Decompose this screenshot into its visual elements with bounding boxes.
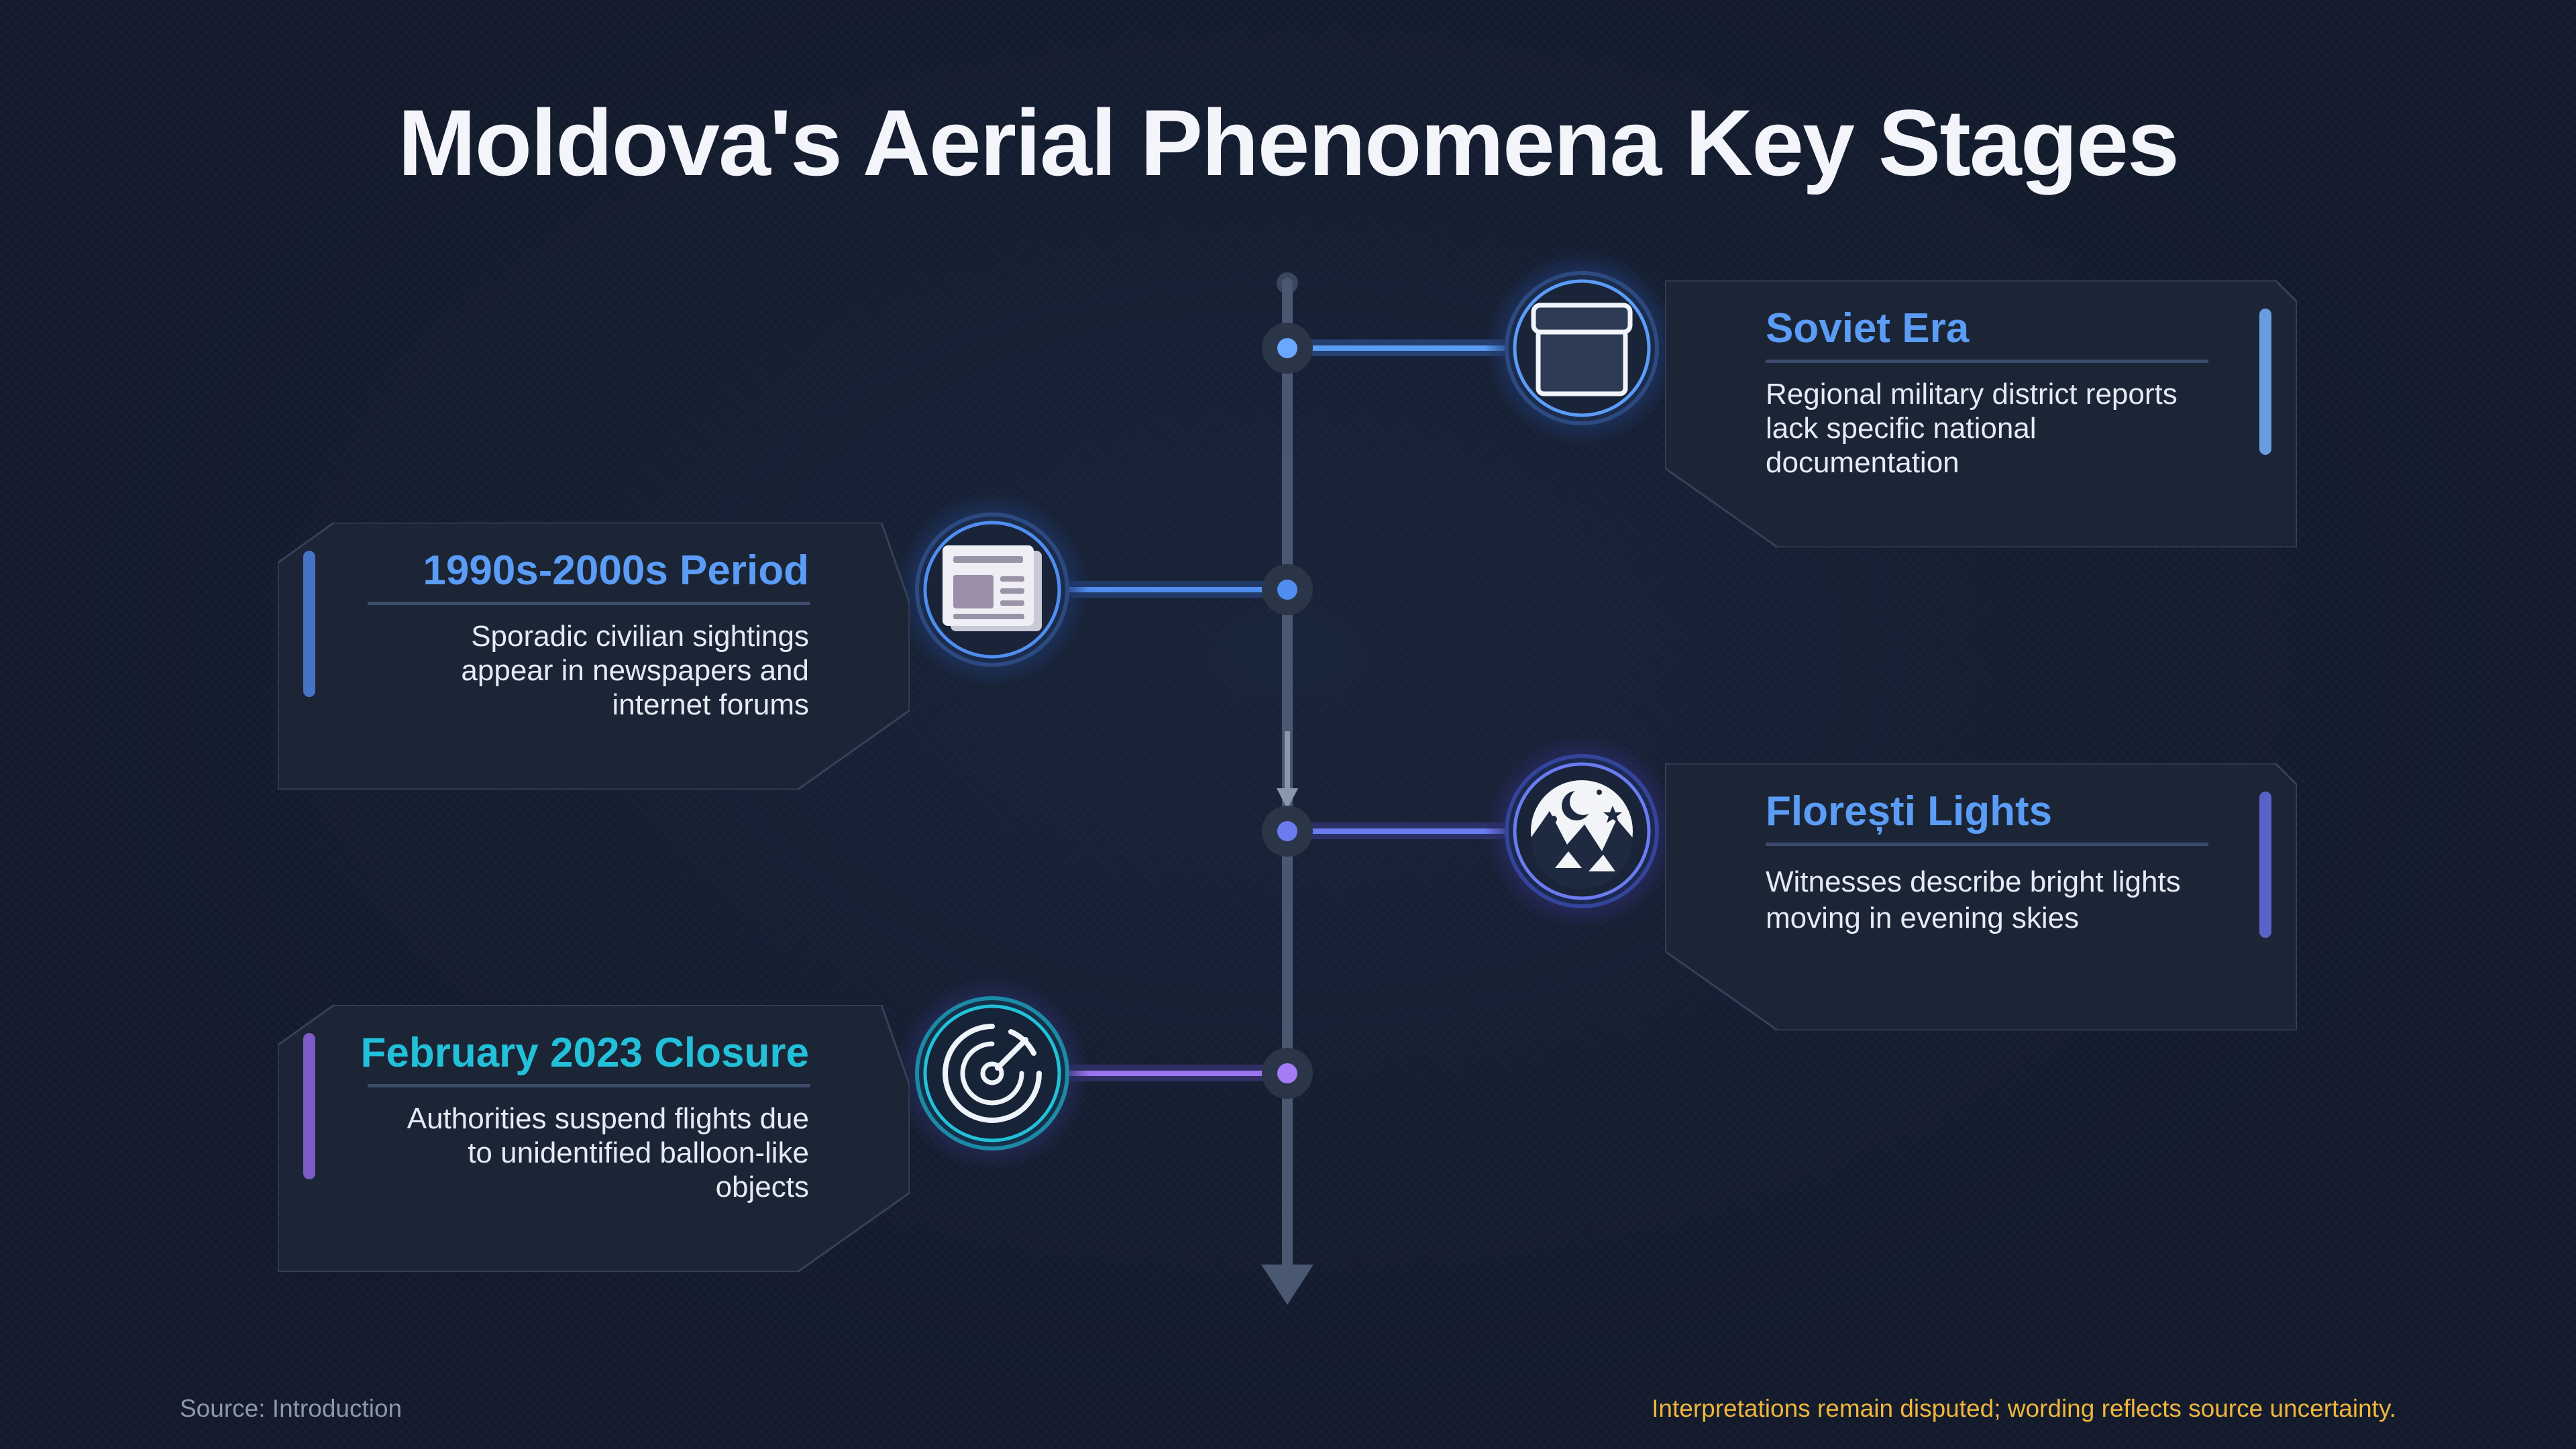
stage-title: February 2023 Closure bbox=[360, 1030, 809, 1076]
card-background bbox=[1665, 763, 2297, 1030]
stage-2-connector bbox=[1065, 564, 1313, 615]
card-background bbox=[278, 1005, 910, 1272]
title-divider bbox=[368, 602, 810, 605]
timeline-mid-arrow bbox=[1277, 788, 1298, 809]
stage-description: Witnesses describe bright lights moving … bbox=[1766, 865, 2181, 934]
radar-icon bbox=[895, 976, 1089, 1171]
title-divider bbox=[1766, 360, 2208, 363]
stage-card-1990s-2000s: 1990s-2000s Period Sporadic civilian sig… bbox=[278, 523, 910, 790]
archive-box-icon bbox=[1485, 251, 1679, 445]
stage-description: Sporadic civilian sightings appear in ne… bbox=[461, 620, 809, 721]
title-divider bbox=[1766, 843, 2208, 846]
stage-description: Regional military district reports lack … bbox=[1766, 378, 2178, 479]
card-background bbox=[1665, 280, 2297, 547]
timeline-end-arrow bbox=[1261, 1265, 1313, 1305]
card-background bbox=[278, 523, 910, 790]
timeline-axis bbox=[1261, 272, 1313, 1305]
stage-3-connector bbox=[1262, 806, 1509, 857]
night-sky-icon bbox=[1485, 734, 1679, 928]
stage-card-february-2023: February 2023 Closure Authorities suspen… bbox=[278, 1005, 910, 1272]
stage-1-connector bbox=[1262, 323, 1509, 374]
stage-card-floresti-lights: Florești Lights Witnesses describe brigh… bbox=[1665, 763, 2297, 1030]
page-title: Moldova's Aerial Phenomena Key Stages bbox=[398, 90, 2180, 195]
stage-title: 1990s-2000s Period bbox=[423, 547, 809, 594]
disclaimer-note: Interpretations remain disputed; wording… bbox=[1652, 1395, 2396, 1422]
stage-title: Florești Lights bbox=[1766, 788, 2053, 835]
stage-description: Authorities suspend flights due to unide… bbox=[407, 1102, 809, 1203]
source-note: Source: Introduction bbox=[180, 1395, 402, 1422]
newspaper-icon bbox=[895, 492, 1089, 687]
title-divider bbox=[368, 1084, 810, 1087]
stage-card-soviet-era: Soviet Era Regional military district re… bbox=[1665, 280, 2297, 547]
stage-title: Soviet Era bbox=[1766, 305, 1970, 352]
stage-4-connector bbox=[1065, 1048, 1313, 1099]
